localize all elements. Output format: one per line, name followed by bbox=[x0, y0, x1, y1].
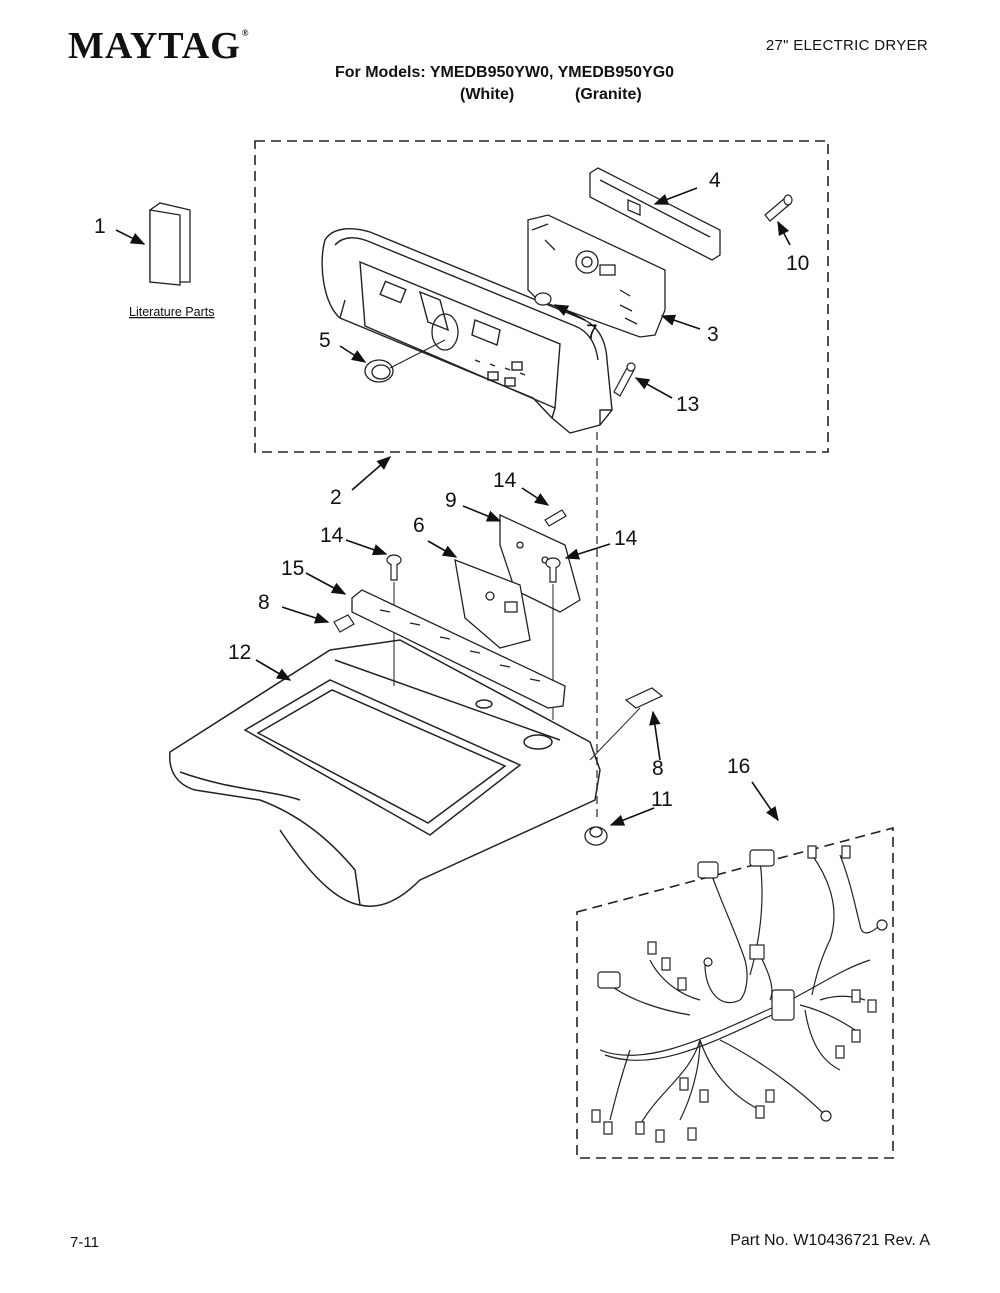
clip-right-line bbox=[589, 707, 641, 761]
clip-right-icon bbox=[624, 687, 664, 709]
variant-white: (White) bbox=[460, 86, 515, 103]
screw-14b-icon bbox=[545, 557, 561, 583]
literature-book-icon bbox=[149, 202, 191, 286]
top-panel-icon bbox=[169, 639, 601, 907]
part-number: Part No. W10436721 Rev. A bbox=[730, 1232, 930, 1249]
callout-5: 5 bbox=[319, 329, 331, 352]
callout-1: 1 bbox=[94, 215, 106, 238]
brand-logo: MAYTAG® bbox=[68, 25, 250, 67]
knob-alignment-line bbox=[389, 339, 446, 369]
grommet-icon bbox=[584, 826, 608, 846]
wire-harness-connectors bbox=[591, 845, 888, 1143]
clip-left-icon bbox=[333, 614, 355, 633]
cap-icon bbox=[534, 292, 552, 306]
callout-14-left: 14 bbox=[320, 524, 344, 547]
callout-16: 16 bbox=[727, 755, 750, 778]
console-housing bbox=[321, 228, 613, 434]
product-title: 27" ELECTRIC DRYER bbox=[765, 37, 928, 54]
callout-8-right: 8 bbox=[652, 757, 664, 780]
literature-parts-label: Literature Parts bbox=[129, 305, 214, 319]
console-assembly-group-box bbox=[254, 140, 829, 453]
variant-granite: (Granite) bbox=[575, 86, 642, 103]
callout-10: 10 bbox=[786, 252, 809, 275]
hinge-strip-icon bbox=[351, 589, 566, 709]
callout-7: 7 bbox=[586, 321, 598, 344]
callout-15: 15 bbox=[281, 557, 304, 580]
wire-harness-group-box bbox=[576, 826, 894, 1159]
callout-6: 6 bbox=[413, 514, 425, 537]
button-panel-icon bbox=[589, 167, 721, 261]
leader-arrows bbox=[115, 187, 791, 826]
callout-2: 2 bbox=[330, 486, 342, 509]
callout-14-right: 14 bbox=[614, 527, 638, 550]
callout-4: 4 bbox=[709, 169, 721, 192]
callout-11: 11 bbox=[651, 788, 673, 811]
knob-icon bbox=[364, 359, 394, 383]
callout-8-left: 8 bbox=[258, 591, 270, 614]
control-board-icon bbox=[527, 214, 666, 338]
callout-12: 12 bbox=[228, 641, 251, 664]
page-number: 7-11 bbox=[70, 1234, 99, 1251]
callout-13: 13 bbox=[676, 393, 699, 416]
models-line: For Models: YMEDB950YW0, YMEDB950YG0 bbox=[335, 64, 675, 81]
screw-10-icon bbox=[764, 194, 793, 222]
switch-icon bbox=[454, 558, 531, 649]
wire-harness-icon bbox=[599, 854, 881, 1126]
callout-3: 3 bbox=[707, 323, 719, 346]
screw-13-icon bbox=[613, 362, 636, 397]
callout-14-top: 14 bbox=[493, 469, 517, 492]
screw-14a-icon bbox=[386, 554, 402, 581]
console-knob-opening bbox=[431, 313, 459, 351]
callout-9: 9 bbox=[445, 489, 457, 512]
screw-14c-icon bbox=[544, 509, 567, 527]
